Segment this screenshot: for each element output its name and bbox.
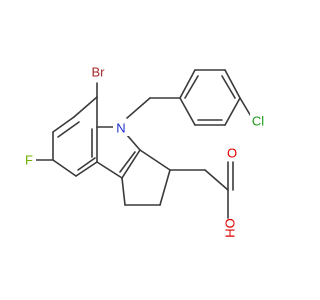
bromine-atom-label: Br bbox=[92, 65, 106, 80]
bond bbox=[159, 169, 171, 206]
bond bbox=[139, 149, 171, 171]
bond bbox=[57, 121, 80, 138]
bond bbox=[126, 97, 151, 119]
bond bbox=[77, 157, 96, 171]
bond bbox=[75, 161, 98, 177]
bond bbox=[224, 97, 241, 126]
bond bbox=[179, 69, 196, 99]
bond bbox=[126, 134, 141, 151]
bond bbox=[224, 69, 241, 99]
bond bbox=[121, 177, 126, 206]
bond bbox=[52, 159, 77, 177]
bond bbox=[179, 97, 196, 126]
bonds bbox=[33, 69, 253, 219]
carbonyl-oxygen-label: O bbox=[227, 146, 237, 161]
bond bbox=[221, 75, 236, 99]
bond bbox=[184, 75, 199, 99]
bond bbox=[121, 149, 141, 179]
bond bbox=[73, 96, 98, 118]
atom-labels: Br F N Cl O OH bbox=[22, 64, 268, 238]
nitrogen-atom-label: N bbox=[116, 121, 125, 136]
fluorine-atom-label: F bbox=[25, 153, 33, 168]
bond bbox=[96, 161, 123, 179]
bond bbox=[52, 116, 75, 133]
hydroxyl-label: OH bbox=[223, 218, 238, 238]
bond bbox=[204, 169, 229, 191]
bond bbox=[119, 151, 136, 173]
chlorine-atom-label: Cl bbox=[252, 114, 264, 129]
structural-formula: Br F N Cl O OH bbox=[22, 64, 268, 238]
